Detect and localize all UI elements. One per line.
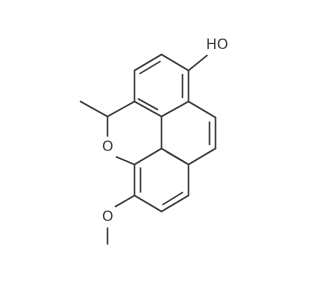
- ring-oxygen-label: O: [102, 139, 113, 155]
- bond: [133, 194, 163, 213]
- bond: [187, 100, 217, 119]
- double-bond-inner: [137, 98, 159, 111]
- bond: [133, 53, 163, 72]
- bond: [115, 156, 136, 166]
- double-bond-inner: [162, 191, 184, 206]
- bond: [106, 100, 136, 118]
- bond: [133, 100, 163, 118]
- methoxy-bond-1: [114, 194, 136, 208]
- hydroxyl-bond: [187, 54, 208, 72]
- double-bond-inner: [139, 60, 161, 75]
- bond: [160, 100, 190, 118]
- bond: [160, 194, 190, 213]
- methoxy-oxygen-label: O: [102, 209, 113, 225]
- chemical-structure: HO O O: [79, 37, 228, 245]
- double-bond-inner: [166, 151, 187, 164]
- aromatic-ring-center: [160, 100, 217, 166]
- pyran-ring: [106, 100, 136, 166]
- aromatic-ring-lower-left: [133, 147, 190, 213]
- hydroxyl-label: HO: [206, 37, 228, 53]
- bond: [133, 147, 163, 166]
- aromatic-ring-upper-right: [133, 53, 190, 118]
- bond: [160, 53, 190, 72]
- bond: [187, 147, 217, 166]
- methyl-bond: [79, 100, 109, 118]
